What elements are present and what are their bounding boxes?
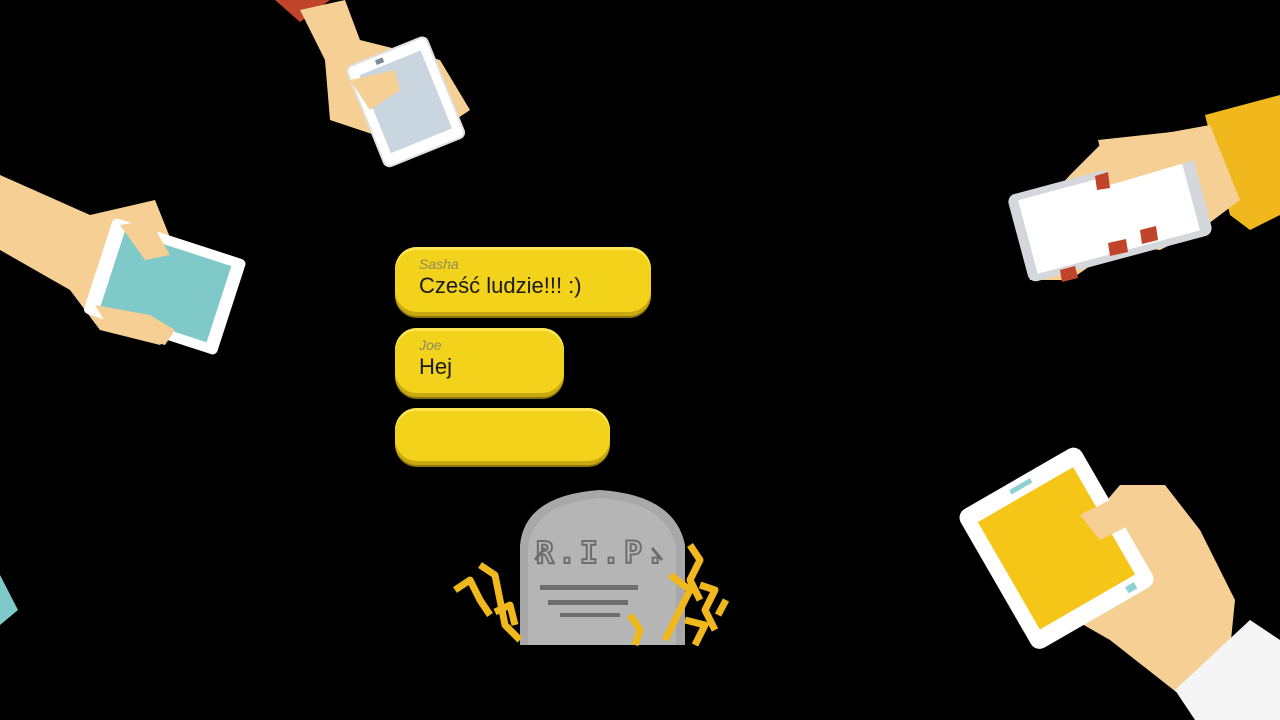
chat-bubble-joe: Joe Hej <box>395 328 564 397</box>
tombstone-inscription: R.I.P. <box>535 535 668 572</box>
rip-text: R.I.P. <box>536 536 668 571</box>
tombstone <box>520 490 685 645</box>
tombstone-roots <box>453 543 730 647</box>
right-top-hand-phone <box>1008 95 1280 282</box>
right-bottom-hand-phone <box>959 447 1280 720</box>
message-text: Hej <box>419 354 453 379</box>
left-hand-phone <box>0 175 246 625</box>
top-hand-phone <box>275 0 470 168</box>
sender-name: Sasha <box>419 256 459 272</box>
sender-name: Joe <box>419 337 442 353</box>
chat-bubble-sasha: Sasha Cześć ludzie!!! :) <box>395 247 651 316</box>
chat-bubble-empty <box>395 408 610 465</box>
message-text: Cześć ludzie!!! :) <box>419 273 582 298</box>
